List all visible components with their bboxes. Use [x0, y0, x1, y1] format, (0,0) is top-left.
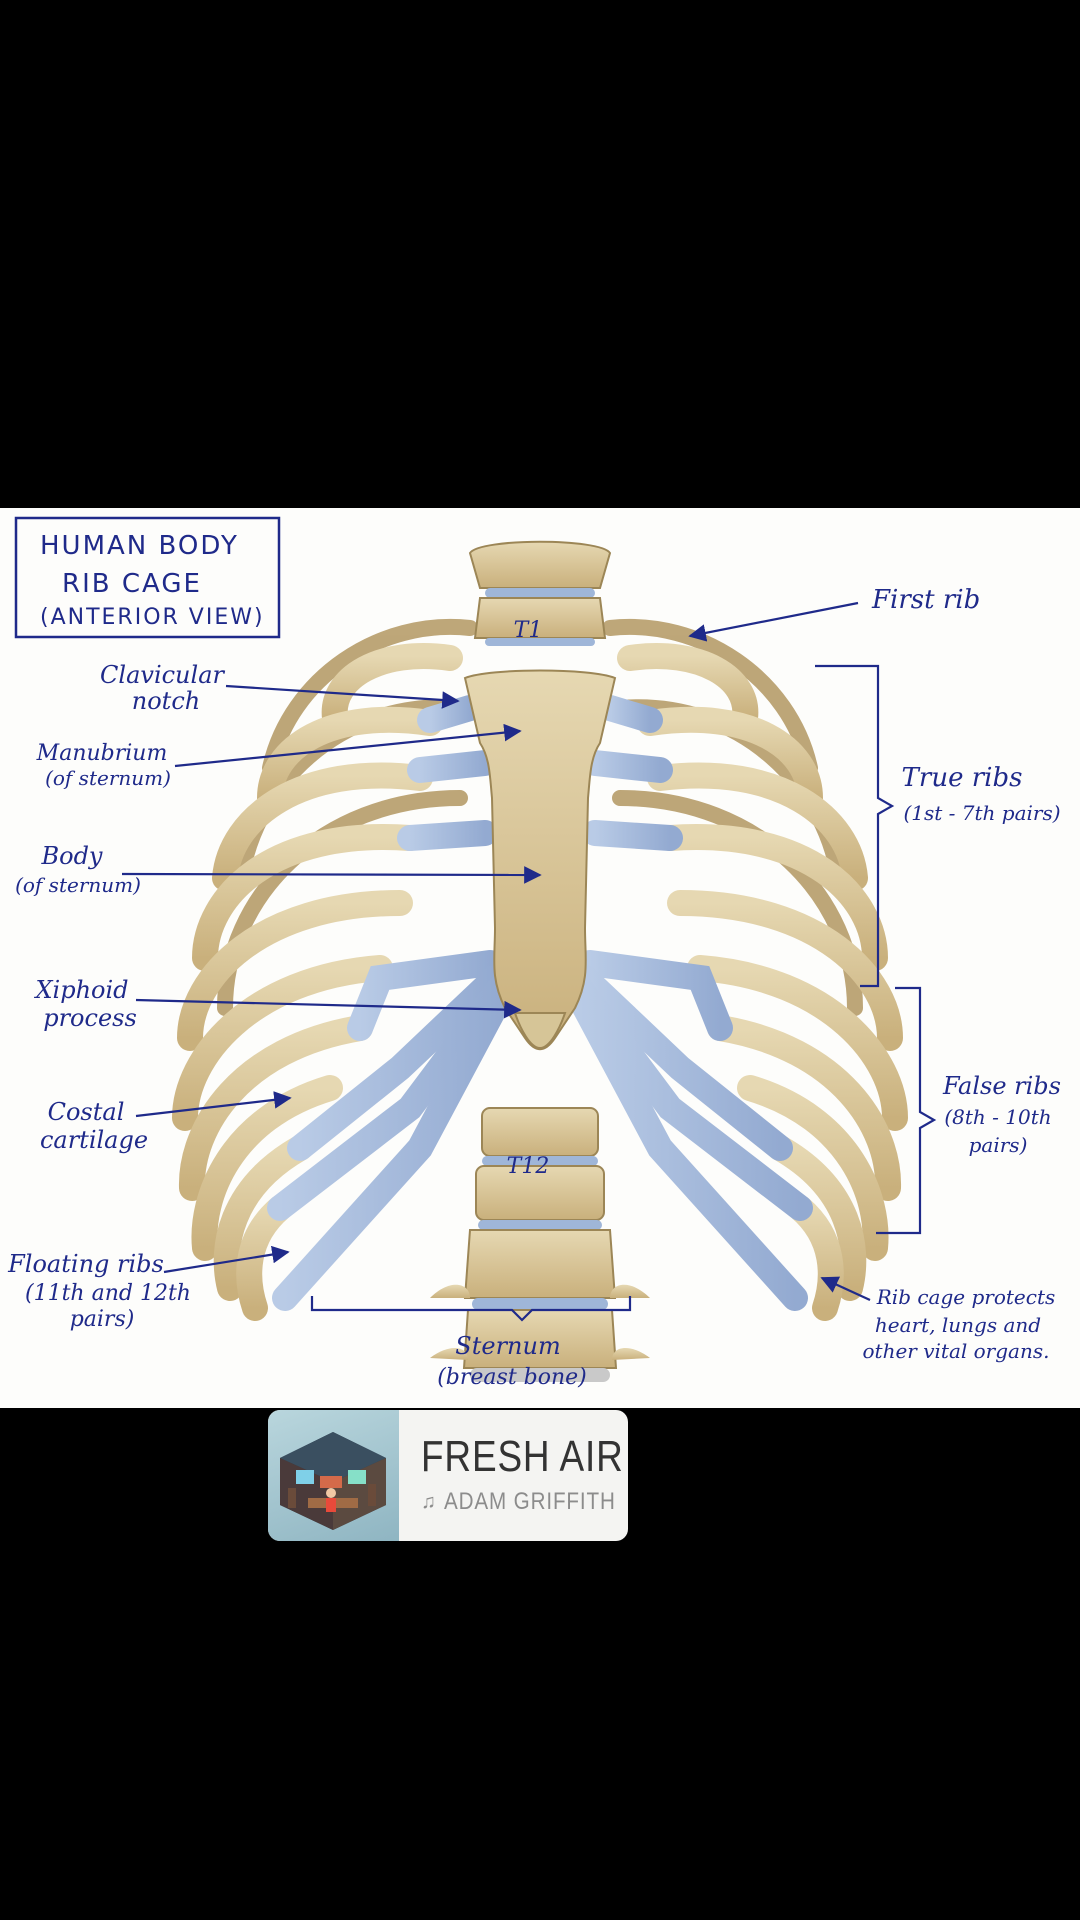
- svg-text:process: process: [43, 1004, 137, 1032]
- label-clavicular-notch: Clavicular notch: [100, 661, 460, 715]
- label-floating-ribs: Floating ribs (11th and 12th pairs): [7, 1245, 290, 1332]
- rib-cage-illustration: HUMAN BODY RIB CAGE (ANTERIOR VIEW): [0, 508, 1080, 1408]
- svg-text:Body: Body: [40, 842, 102, 870]
- svg-text:Sternum: Sternum: [455, 1332, 560, 1360]
- svg-text:(11th and 12th: (11th and 12th: [25, 1281, 191, 1306]
- title-line-2: RIB CAGE: [62, 569, 202, 599]
- svg-text:(8th - 10th: (8th - 10th: [944, 1105, 1051, 1129]
- vertebra-t12-label: T12: [507, 1154, 550, 1179]
- label-manubrium: Manubrium (of sternum): [36, 723, 522, 790]
- vertebral-column: [430, 540, 650, 1382]
- svg-text:Xiphoid: Xiphoid: [33, 976, 128, 1004]
- label-body-of-sternum: Body (of sternum): [15, 842, 542, 897]
- album-art: [268, 1410, 399, 1541]
- music-note-icon: ♫: [421, 1490, 436, 1513]
- svg-text:Clavicular: Clavicular: [100, 661, 225, 689]
- svg-text:Manubrium: Manubrium: [36, 741, 168, 766]
- rib-cage-diagram: HUMAN BODY RIB CAGE (ANTERIOR VIEW): [7, 516, 1061, 1390]
- svg-text:(of sternum): (of sternum): [15, 873, 141, 897]
- svg-text:other vital organs.: other vital organs.: [863, 1339, 1050, 1363]
- title-line-1: HUMAN BODY: [40, 531, 239, 561]
- label-xiphoid-process: Xiphoid process: [33, 976, 522, 1032]
- svg-text:(of sternum): (of sternum): [45, 766, 171, 790]
- svg-text:False ribs: False ribs: [942, 1072, 1061, 1100]
- label-sternum: Sternum (breast bone): [310, 1296, 632, 1390]
- svg-text:First rib: First rib: [871, 585, 980, 615]
- svg-text:cartilage: cartilage: [40, 1126, 148, 1154]
- svg-text:heart, lungs and: heart, lungs and: [875, 1313, 1041, 1337]
- label-first-rib: First rib: [688, 585, 980, 642]
- svg-text:Floating ribs: Floating ribs: [7, 1250, 164, 1278]
- svg-text:(breast bone): (breast bone): [437, 1365, 587, 1390]
- rib-cage: T1 T12: [172, 540, 908, 1382]
- label-protects: Rib cage protects heart, lungs and other…: [820, 1276, 1056, 1363]
- title-box: HUMAN BODY RIB CAGE (ANTERIOR VIEW): [14, 516, 281, 639]
- svg-text:(1st - 7th pairs): (1st - 7th pairs): [903, 801, 1060, 825]
- vertebra-t1-label: T1: [514, 618, 543, 643]
- title-line-3: (ANTERIOR VIEW): [40, 605, 265, 630]
- music-card[interactable]: FRESH AIR ♫ ADAM GRIFFITH: [268, 1410, 628, 1541]
- svg-text:pairs): pairs): [70, 1307, 135, 1332]
- svg-text:pairs): pairs): [969, 1133, 1028, 1157]
- track-title: FRESH AIR: [421, 1432, 624, 1481]
- track-artist: ♫ ADAM GRIFFITH: [421, 1488, 628, 1516]
- sternum-shape: [463, 669, 617, 1051]
- label-false-ribs: False ribs (8th - 10th pairs): [876, 986, 1061, 1235]
- label-costal-cartilage: Costal cartilage: [40, 1091, 292, 1154]
- svg-text:Rib cage protects: Rib cage protects: [876, 1285, 1056, 1309]
- artist-name: ADAM GRIFFITH: [444, 1488, 616, 1515]
- svg-text:notch: notch: [132, 687, 200, 715]
- label-true-ribs: True ribs (1st - 7th pairs): [815, 664, 1061, 988]
- svg-text:Costal: Costal: [48, 1098, 125, 1126]
- svg-text:True ribs: True ribs: [902, 763, 1023, 793]
